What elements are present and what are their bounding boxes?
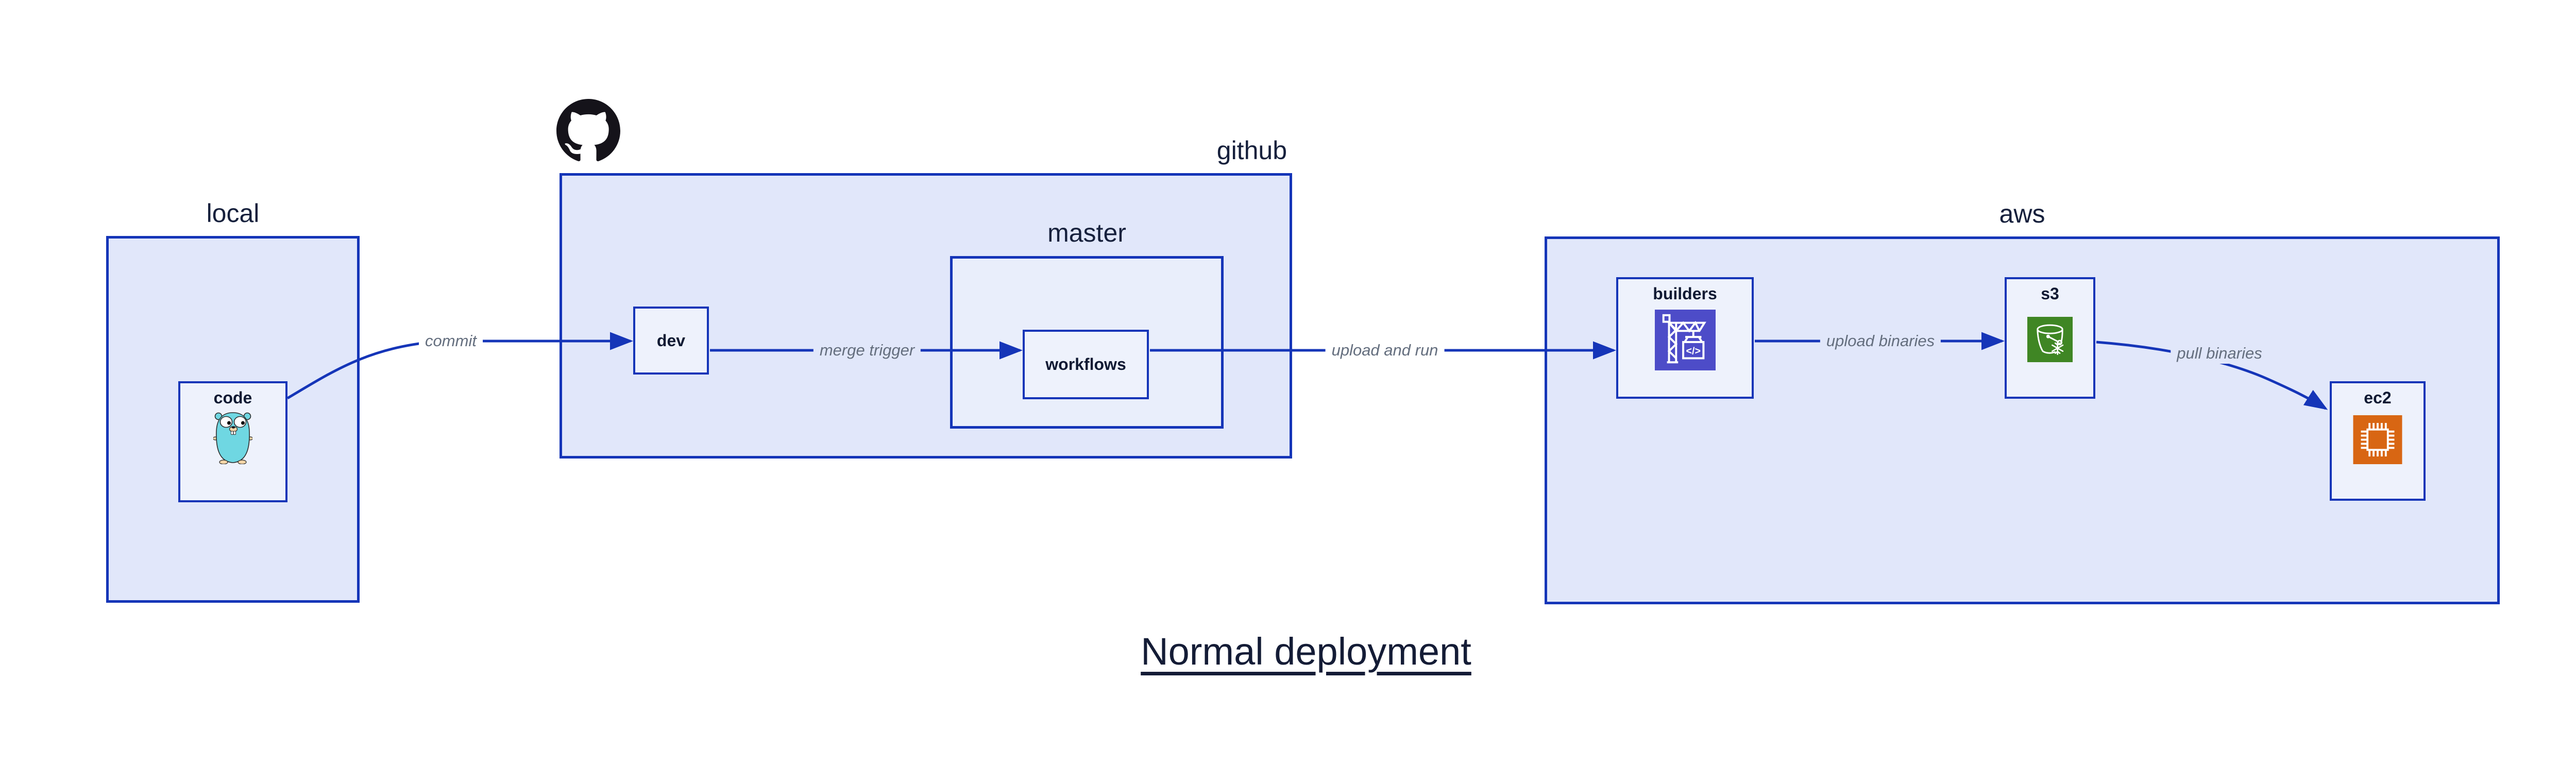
edge-label-pull-binaries: pull binaries bbox=[2171, 343, 2268, 364]
codebuild-crane-icon: </> bbox=[1618, 310, 1752, 370]
node-s3: s3 bbox=[2005, 277, 2095, 399]
s3-glacier-bucket-icon bbox=[2007, 317, 2093, 362]
node-dev: dev bbox=[633, 307, 709, 375]
edge-label-commit: commit bbox=[419, 331, 483, 351]
node-dev-label: dev bbox=[656, 331, 686, 350]
node-builders-label: builders bbox=[1653, 284, 1717, 303]
node-workflows: workflows bbox=[1023, 330, 1149, 399]
diagram-title: Normal deployment bbox=[1141, 630, 1471, 673]
ec2-chip-icon bbox=[2332, 415, 2424, 464]
node-ec2: ec2 bbox=[2330, 381, 2426, 501]
edge-label-merge-trigger: merge trigger bbox=[813, 340, 921, 361]
github-container-label: github bbox=[1216, 136, 1287, 165]
aws-container-label: aws bbox=[1999, 199, 2045, 228]
node-ec2-label: ec2 bbox=[2364, 388, 2392, 407]
edge-label-upload-and-run: upload and run bbox=[1325, 340, 1445, 361]
master-container-label: master bbox=[1047, 218, 1126, 247]
node-workflows-label: workflows bbox=[1045, 355, 1126, 373]
edge-label-upload-binaries: upload binaries bbox=[1820, 331, 1941, 351]
go-gopher-icon bbox=[180, 412, 285, 464]
local-container-label: local bbox=[206, 199, 260, 228]
node-s3-label: s3 bbox=[2041, 284, 2059, 303]
svg-text:</>: </> bbox=[1686, 346, 1700, 357]
github-octocat-icon bbox=[556, 99, 620, 163]
node-code: code bbox=[178, 381, 287, 502]
node-builders: builders </> bbox=[1616, 277, 1754, 399]
node-code-label: code bbox=[213, 388, 252, 407]
